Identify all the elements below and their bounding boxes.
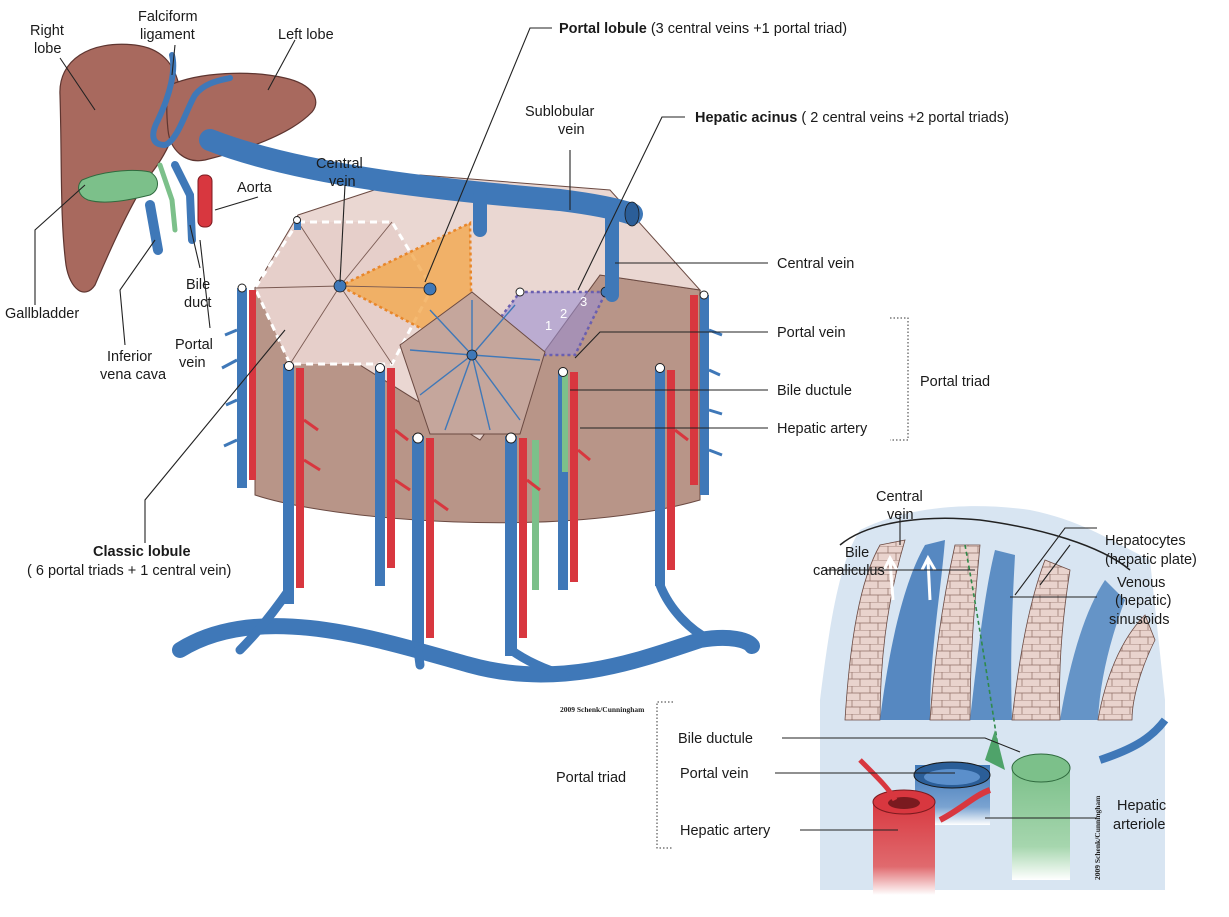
bile-duct-liver [160, 165, 175, 230]
label-hepatic-artery: Hepatic artery [777, 421, 868, 437]
label-sublobular-1: Sublobular [525, 104, 594, 120]
label-portal-vein-1: Portal [175, 337, 213, 353]
label-left-lobe: Left lobe [278, 27, 334, 43]
portal-vein-liver [175, 165, 192, 240]
label-portal-lobule: Portal lobule (3 central veins +1 portal… [559, 21, 847, 37]
detail-signature: 2009 Schenk/Cunningham [1093, 795, 1102, 880]
sublobular-vein-end [625, 202, 639, 226]
label-portal-vein: Portal vein [777, 325, 846, 341]
label-detail-portal-triad: Portal triad [556, 770, 626, 786]
label-portal-triad: Portal triad [920, 374, 990, 390]
label-hepatic-arteriole-1: Hepatic [1117, 798, 1166, 814]
detail-portal-vein-lumen [924, 769, 980, 785]
acinus-zone-3: 3 [580, 294, 587, 309]
acinus-zone-1: 1 [545, 318, 552, 333]
label-aorta: Aorta [237, 180, 273, 196]
label-venous-1: Venous [1117, 575, 1165, 591]
label-venous-2: (hepatic) [1115, 593, 1171, 609]
label-detail-central-vein-2: vein [887, 507, 914, 523]
lobule-block: 1 2 3 2009 Schenk/Cunningham [180, 140, 752, 714]
lobule-signature: 2009 Schenk/Cunningham [560, 705, 645, 714]
label-central-vein-left-2: vein [329, 174, 356, 190]
detail-bile-ductule-tube [1012, 768, 1070, 880]
label-ivc-2: vena cava [100, 367, 167, 383]
label-central-vein-right: Central vein [777, 256, 854, 272]
label-classic-lobule: Classic lobule [93, 544, 191, 560]
label-right-lobe-2: lobe [34, 41, 61, 57]
label-bile-canaliculus-1: Bile [845, 545, 869, 561]
label-detail-hepatic-artery: Hepatic artery [680, 823, 771, 839]
label-hepatocytes-1: Hepatocytes [1105, 533, 1186, 549]
label-venous-3: sinusoids [1109, 612, 1169, 628]
label-detail-portal-vein: Portal vein [680, 766, 749, 782]
label-detail-bile-ductule: Bile ductule [678, 731, 753, 747]
label-central-vein-left-1: Central [316, 156, 363, 172]
label-bile-canaliculus-2: canaliculus [813, 563, 885, 579]
aorta [198, 175, 212, 227]
label-falciform-1: Falciform [138, 9, 198, 25]
label-gallbladder: Gallbladder [5, 306, 79, 322]
label-hepatocytes-2: (hepatic plate) [1105, 552, 1197, 568]
label-portal-vein-2: vein [179, 355, 206, 371]
central-vein-cut [467, 350, 477, 360]
label-bile-duct-1: Bile [186, 277, 210, 293]
label-detail-central-vein-1: Central [876, 489, 923, 505]
label-hepatic-arteriole-2: arteriole [1113, 817, 1165, 833]
label-bile-ductule: Bile ductule [777, 383, 852, 399]
label-falciform-2: ligament [140, 27, 195, 43]
label-hepatic-acinus: Hepatic acinus ( 2 central veins +2 port… [695, 110, 1009, 126]
label-bile-duct-2: duct [184, 295, 211, 311]
acinus-zone-2: 2 [560, 306, 567, 321]
label-classic-lobule-desc: ( 6 portal triads + 1 central vein) [27, 563, 231, 579]
bottom-vein-arch [180, 626, 752, 674]
label-right-lobe-1: Right [30, 23, 64, 39]
label-ivc-1: Inferior [107, 349, 152, 365]
detail-bile-ductule-opening [1012, 754, 1070, 782]
label-sublobular-2: vein [558, 122, 585, 138]
inferior-vena-cava [150, 205, 158, 250]
central-vein-middle [424, 283, 436, 295]
